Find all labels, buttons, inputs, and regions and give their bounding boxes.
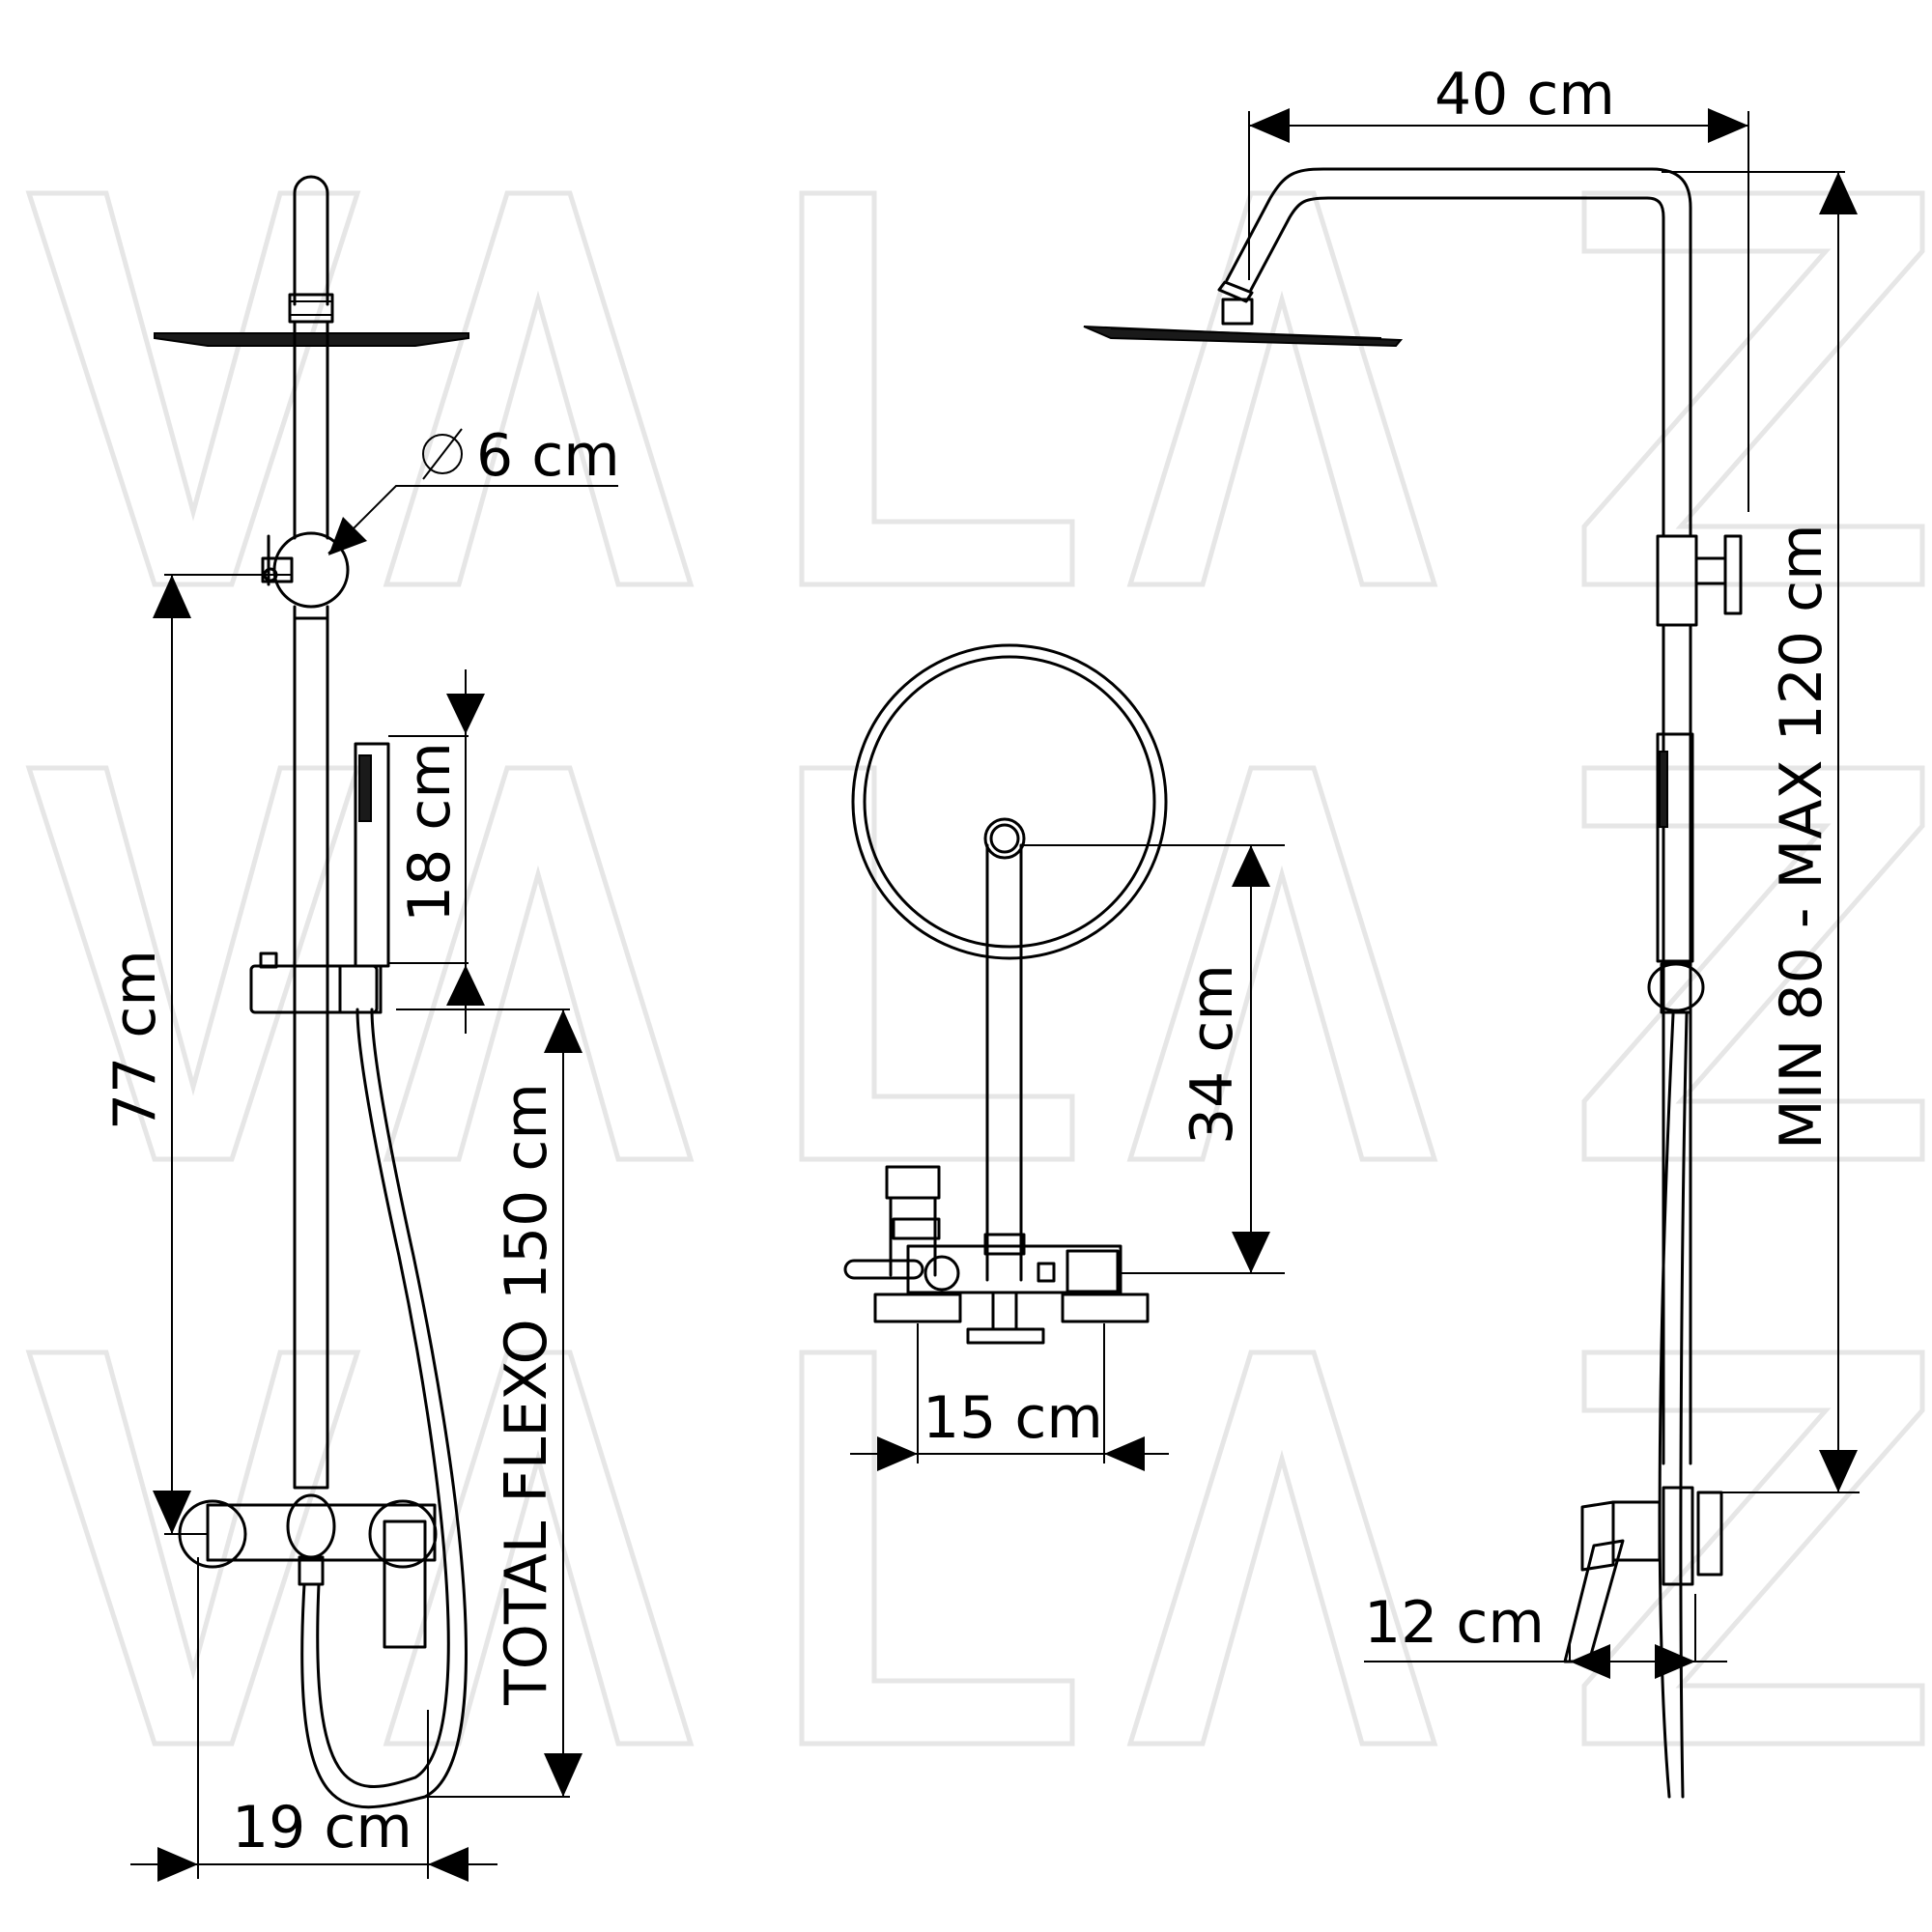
hand-shower-length-label: 18 cm: [396, 742, 464, 923]
front-slide-bar: [293, 616, 329, 1490]
center-spacing-label: 15 cm: [923, 1384, 1103, 1452]
arm-length-label: 40 cm: [1435, 61, 1615, 128]
watermark-row-1: [25, 190, 1925, 587]
front-diverter-knob: [261, 556, 294, 583]
top-view: [843, 643, 1168, 1345]
side-view: [1083, 167, 1743, 1799]
top-rain-head-outer: [851, 643, 1168, 960]
dimension-labels: 6 cm 18 cm 77 cm TOTAL FLEXO 150 cm 19 c…: [101, 61, 1835, 1861]
mixer-width-label: 19 cm: [232, 1794, 412, 1861]
label-head-diameter: 6 cm: [422, 422, 620, 490]
column-range-label: MIN 80 - MAX 120 cm: [1768, 524, 1835, 1150]
wall-offset-label: 12 cm: [1364, 1589, 1545, 1657]
hose-length-label: TOTAL FLEXO 150 cm: [493, 1083, 560, 1706]
watermark-row-2: [25, 765, 1925, 1162]
side-mixer-body: [1580, 1500, 1615, 1572]
dimension-lines: [130, 108, 1860, 1882]
watermark: [25, 190, 1925, 1747]
bar-height-label: 77 cm: [101, 950, 169, 1130]
side-hand-shower: [1656, 732, 1694, 963]
front-mixer-lever: [383, 1520, 427, 1649]
front-slide-bracket: [249, 964, 379, 1014]
head-diameter-value: 6 cm: [476, 422, 620, 490]
top-wall-flange-left: [873, 1293, 962, 1323]
side-slide-bracket: [1647, 962, 1705, 1012]
front-riser-top: [293, 175, 329, 306]
top-shower-arm: [985, 843, 1023, 1282]
front-view: [154, 175, 469, 1809]
side-diverter: [1656, 534, 1698, 627]
front-head-connector: [288, 293, 334, 324]
watermark-row-3: [25, 1350, 1925, 1747]
top-wall-flange-right: [1061, 1293, 1150, 1323]
front-hand-shower: [354, 742, 390, 968]
front-mixer-body: [206, 1503, 437, 1562]
front-hose-outer: [300, 1008, 468, 1809]
spout-height-label: 34 cm: [1179, 964, 1246, 1145]
front-rain-head: [154, 332, 469, 347]
side-overhead-arm: [1225, 167, 1692, 538]
top-rain-head-inner: [863, 655, 1156, 949]
top-spout: [885, 1165, 941, 1277]
side-hose: [1658, 1012, 1689, 1799]
